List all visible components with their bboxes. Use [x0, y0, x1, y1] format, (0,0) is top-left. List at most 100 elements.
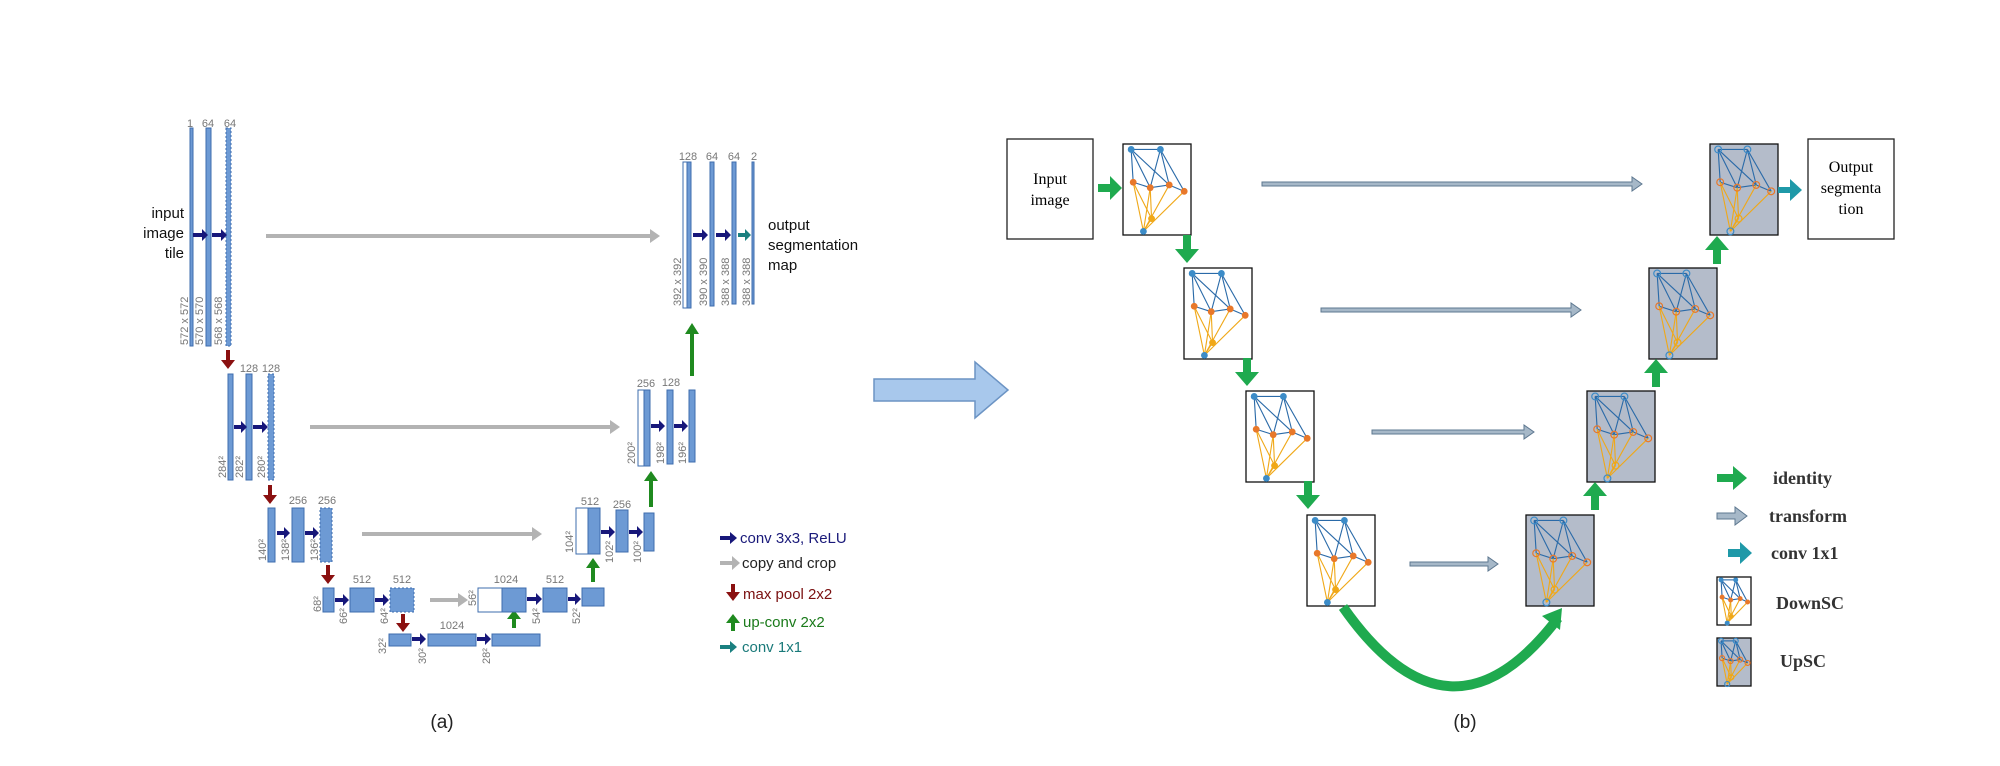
up1-ch-1: 128 — [679, 151, 697, 163]
l5-ch-1: 1024 — [440, 620, 464, 632]
up2-size-2: 198² — [655, 442, 667, 464]
transform-arrow-3 — [1371, 424, 1535, 440]
up1-ch-3: 64 — [728, 151, 740, 163]
up4-size-3: 52² — [571, 608, 583, 624]
legend-b: identity transform conv 1x1 DownSC UpSC — [1716, 466, 1847, 688]
output-seg-box — [1807, 138, 1895, 240]
l2-size-2: 282² — [234, 456, 246, 478]
l1-copy-arrow — [266, 229, 660, 243]
l5-conv-arrows — [412, 633, 491, 645]
level5-blocks — [388, 633, 541, 647]
l2-size-1: 284² — [217, 456, 229, 478]
pool-arrow-3 — [321, 565, 335, 584]
l3-size-1: 140² — [257, 539, 269, 561]
identity-arrow-in — [1098, 176, 1122, 200]
l2-copy-arrow — [310, 420, 620, 434]
l1-ch-1: 1 — [187, 118, 193, 130]
up1-size-1: 392 x 392 — [672, 258, 684, 306]
l1-ch-2: 64 — [202, 118, 214, 130]
transition-arrow-icon — [873, 360, 1010, 420]
up4-ch-1: 1024 — [494, 574, 518, 586]
pool-arrow-1 — [221, 350, 235, 369]
legend-a-item-1: conv 3x3, ReLU — [740, 530, 847, 547]
l3-copy-arrow — [362, 527, 542, 541]
l2-conv-arrows — [234, 421, 268, 433]
l4-copy-arrow — [430, 593, 468, 607]
up3-size-1: 104² — [564, 531, 576, 553]
panel-a-unet: 1 64 64 572 x 572 570 x 570 568 x 568 in… — [143, 118, 858, 733]
downsc-cell-2 — [1183, 267, 1253, 360]
output-box-line3: tion — [1839, 201, 1864, 218]
l2-ch-2: 128 — [262, 363, 280, 375]
legend-a-item-2: copy and crop — [742, 555, 836, 572]
level3-blocks — [267, 507, 333, 563]
up2-conv-arrows — [651, 420, 688, 432]
legend-a: conv 3x3, ReLU copy and crop max pool 2x… — [720, 530, 847, 656]
l4-ch-1: 512 — [353, 574, 371, 586]
output-label-3: map — [768, 257, 797, 274]
pool-arrow-2 — [263, 485, 277, 504]
legend-identity-icon — [1717, 466, 1747, 490]
l5-size-3: 28² — [481, 648, 493, 664]
input-box-line2: image — [1030, 192, 1069, 209]
panel-b-cells: Input image Output segmenta tion — [1006, 138, 1895, 733]
l5-size-2: 30² — [417, 648, 429, 664]
downsc-cell-3 — [1245, 390, 1315, 483]
l4-conv-arrows — [335, 594, 389, 606]
l3-ch-2: 256 — [318, 495, 336, 507]
legend-a-item-5: conv 1x1 — [742, 639, 802, 656]
up3-size-3: 100² — [632, 541, 644, 563]
legend-b-item-3: conv 1x1 — [1771, 543, 1839, 563]
l2-size-3: 280² — [256, 456, 268, 478]
l3-ch-1: 256 — [289, 495, 307, 507]
input-label-3: tile — [165, 245, 184, 262]
l3-conv-arrows — [277, 527, 319, 539]
up4-size-2: 54² — [531, 608, 543, 624]
input-box-line1: Input — [1033, 171, 1067, 188]
pool-arrow-4 — [396, 614, 410, 632]
output-label-1: output — [768, 217, 811, 234]
up2-blocks — [637, 389, 696, 467]
downsc-cell-1 — [1122, 143, 1192, 236]
caption-b: (b) — [1453, 712, 1476, 733]
upconv-arrow-2 — [685, 323, 699, 376]
cell-group — [1122, 143, 1779, 607]
l1-ch-3: 64 — [224, 118, 236, 130]
up4-conv-arrows — [527, 593, 581, 605]
transform-arrow-4 — [1409, 556, 1499, 572]
input-label-2: image — [143, 225, 184, 242]
legend-a-item-3: max pool 2x2 — [743, 586, 832, 603]
legend-conv-icon — [720, 532, 737, 544]
legend-b-item-4: DownSC — [1776, 593, 1844, 613]
caption-a: (a) — [430, 712, 453, 733]
up3-ch-1: 512 — [581, 496, 599, 508]
up3-size-2: 102² — [604, 541, 616, 563]
l5-size-1: 32² — [377, 638, 389, 654]
input-label-1: input — [151, 205, 184, 222]
up4-size-1: 56² — [467, 590, 479, 606]
upsc-cell-3 — [1648, 267, 1718, 360]
up-identity-arrow-2 — [1644, 359, 1668, 387]
bottom-identity-curve — [1338, 604, 1562, 692]
legend-b-item-1: identity — [1773, 468, 1832, 488]
downsc-cell-4 — [1306, 514, 1376, 607]
legend-teal-icon — [1728, 542, 1752, 564]
legend-a-item-4: up-conv 2x2 — [743, 614, 825, 631]
input-image-box — [1006, 138, 1094, 240]
output-box-line2: segmenta — [1821, 180, 1881, 197]
upconv-arrow-5 — [507, 610, 521, 628]
transform-arrow-1 — [1261, 176, 1643, 192]
l4-size-1: 68² — [312, 596, 324, 612]
legend-downsc-graph — [1716, 576, 1752, 626]
output-box-line1: Output — [1829, 159, 1874, 176]
legend-copy-icon — [720, 556, 740, 570]
output-label-2: segmentation — [768, 237, 858, 254]
up-identity-arrow-1 — [1583, 482, 1607, 510]
up1-conv-arrows — [693, 229, 731, 241]
up1-ch-2: 64 — [706, 151, 718, 163]
up1-size-4: 388 x 388 — [741, 258, 753, 306]
l1-conv-arrows — [193, 229, 227, 241]
up3-conv-arrows — [601, 526, 643, 538]
upsc-cell-icon — [1716, 637, 1752, 688]
